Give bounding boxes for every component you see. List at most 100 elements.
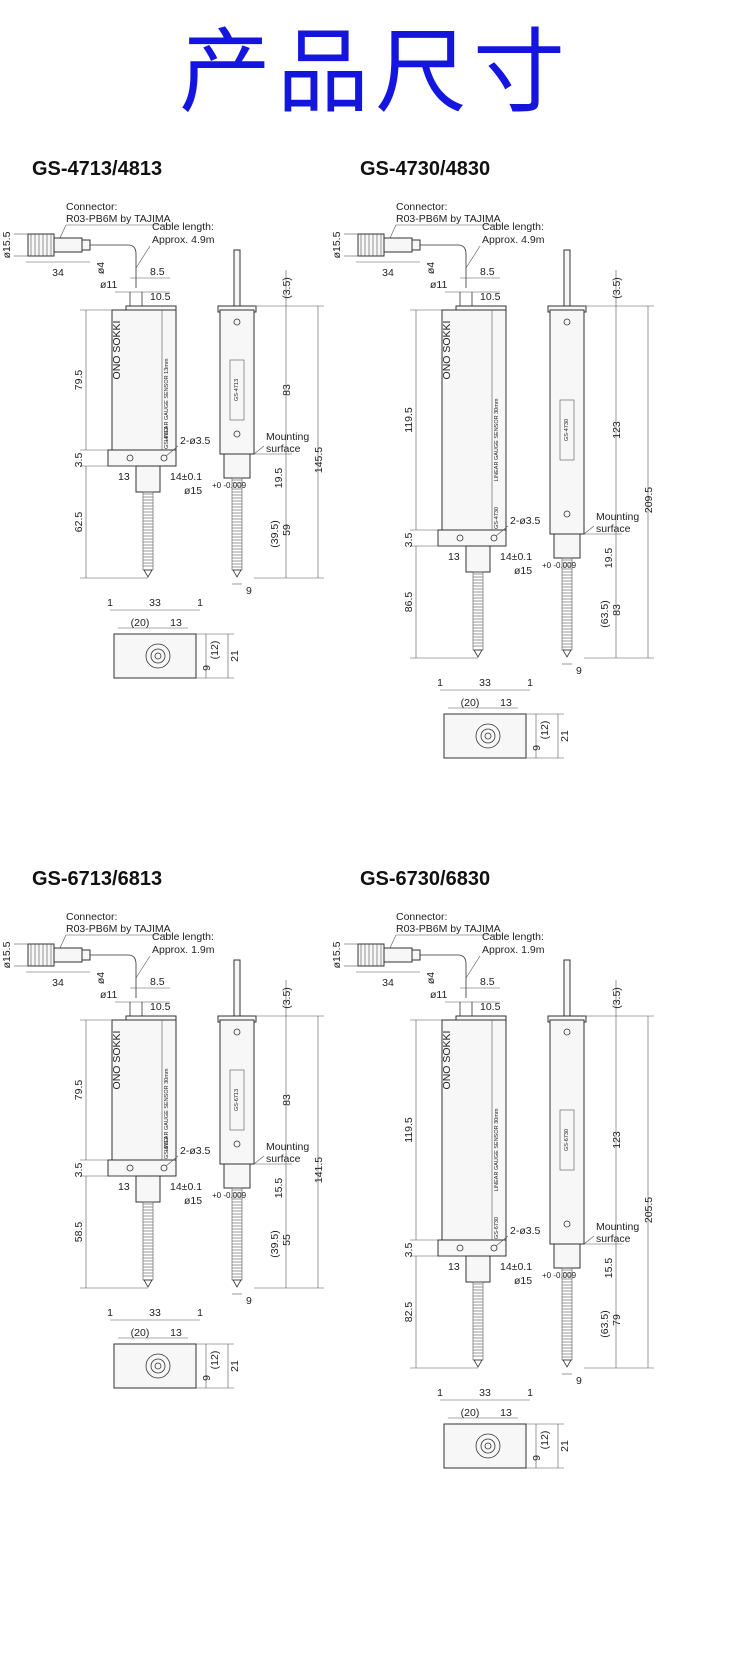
mounting-hole	[126, 1164, 134, 1172]
probe-spring-side	[561, 1267, 573, 1368]
side-screw	[563, 510, 571, 518]
leader-line	[59, 934, 67, 949]
side-nameplate	[229, 359, 245, 421]
dim-3-5: 3.5	[403, 533, 415, 548]
dim-3-5: 3.5	[73, 1163, 85, 1178]
mounting-surface-label-1: Mounting	[596, 1221, 639, 1233]
dim-3-5: 3.5	[403, 1243, 415, 1258]
sensor-body-front	[441, 1019, 507, 1241]
dim-bottom-1b: 1	[197, 597, 203, 609]
probe-sleeve	[465, 545, 491, 573]
dim-mount-hole: 2-ø3.5	[180, 1145, 211, 1157]
connector-label: Connector:	[66, 201, 117, 213]
dim-side-b: 59	[281, 524, 293, 536]
dim-side-total: 205.5	[643, 1197, 655, 1223]
model-marking: GS-6713	[164, 1137, 170, 1159]
dim-body-length: 79.5	[73, 370, 85, 391]
panel-title-gs4730: GS-4730/4830	[360, 158, 491, 180]
dim-13: 13	[448, 1261, 460, 1273]
connector-sleeve	[383, 237, 413, 253]
dim-side-upper: 123	[611, 1131, 623, 1149]
brand-logo: ONO SOKKI	[111, 321, 123, 380]
probe-tip	[143, 569, 153, 578]
dim-9: 9	[246, 585, 252, 597]
dim-side-a: 15.5	[273, 1178, 285, 1199]
dim-diameter-11: ø11	[100, 989, 117, 1001]
connector-part: R03-PB6M by TAJIMA	[66, 213, 171, 225]
dim-diameter-15: ø15	[184, 485, 202, 497]
probe-spring-front	[142, 1201, 154, 1288]
sensor-text: LINEAR GAUGE SENSOR 30mm	[494, 398, 500, 481]
cable-length-value: Approx. 4.9m	[482, 234, 545, 246]
mounting-hole	[490, 534, 498, 542]
connector-part: R03-PB6M by TAJIMA	[396, 923, 501, 935]
mounting-hole	[160, 1164, 168, 1172]
leader-line	[465, 955, 481, 979]
mounting-hole	[160, 454, 168, 462]
connector-plug	[357, 943, 421, 967]
side-screw	[233, 430, 241, 438]
dim-10-5: 10.5	[480, 1001, 501, 1013]
dim-side-upper: 83	[281, 384, 293, 396]
leader-line	[465, 245, 481, 269]
dim-bottom-20: (20)	[131, 1327, 150, 1339]
spring-outline	[472, 1281, 484, 1361]
mounting-surface-label-2: surface	[266, 443, 301, 455]
dim-stroke-lower: 58.5	[73, 1222, 85, 1243]
dim-bottom-13: 13	[170, 1327, 182, 1339]
leader-line	[583, 525, 595, 535]
side-screw	[233, 1028, 241, 1036]
side-screw	[563, 1220, 571, 1228]
mounting-foot	[437, 1239, 507, 1257]
mounting-surface-label-2: surface	[266, 1153, 301, 1165]
dim-diameter-15-5: ø15.5	[1, 941, 13, 968]
dim-mount-hole: 2-ø3.5	[510, 1225, 541, 1237]
dim-bottom-1a: 1	[107, 597, 113, 609]
spring-outline	[472, 571, 484, 651]
dim-side-a: 15.5	[603, 1258, 615, 1279]
dim-mount-hole: 2-ø3.5	[510, 515, 541, 527]
bottom-probe-tip	[154, 1362, 162, 1370]
leader-line	[135, 245, 151, 269]
side-nameplate-text: GS-6713	[234, 1089, 240, 1111]
dim-bottom-12: (12)	[539, 1431, 551, 1450]
cable-length-value: Approx. 1.9m	[482, 944, 545, 956]
connector-label: Connector:	[396, 911, 447, 923]
probe-spring-side	[561, 557, 573, 658]
cable-length-label: Cable length:	[152, 931, 214, 943]
panel-title-gs4713: GS-4713/4813	[32, 158, 163, 180]
dim-bottom-1a: 1	[437, 677, 443, 689]
mounting-hole	[456, 1244, 464, 1252]
panel-title-gs6713: GS-6713/6813	[32, 868, 163, 890]
connector-nut	[411, 239, 421, 251]
dim-diameter-15-tol: +0 -0.009	[542, 561, 577, 570]
model-marking: GS-4713	[164, 427, 170, 449]
side-nameplate-text: GS-6730	[564, 1129, 570, 1151]
dim-stroke-lower: 86.5	[403, 592, 415, 613]
dim-stroke-lower: 82.5	[403, 1302, 415, 1323]
dim-bottom-12: (12)	[209, 641, 221, 660]
sensor-text: LINEAR GAUGE SENSOR 30mm	[164, 1068, 170, 1151]
connector-nut	[411, 949, 421, 961]
sensor-body-side	[219, 1019, 255, 1165]
side-rod	[563, 959, 571, 1017]
side-nameplate-text: GS-4730	[564, 419, 570, 441]
dim-side-upper: 123	[611, 421, 623, 439]
dim-3-5: 3.5	[73, 453, 85, 468]
dim-diameter-15-5: ø15.5	[331, 231, 343, 258]
dim-side-top: (3.5)	[611, 987, 623, 1009]
side-nameplate-text: GS-4713	[234, 379, 240, 401]
probe-sleeve	[465, 1255, 491, 1283]
dim-13: 13	[448, 551, 460, 563]
mounting-surface-label-1: Mounting	[596, 511, 639, 523]
dim-body-length: 119.5	[403, 1117, 415, 1143]
dim-bottom-33: 33	[149, 1307, 161, 1319]
dim-bottom-9: 9	[201, 665, 213, 671]
leader-line	[389, 934, 397, 949]
probe-tip	[562, 1359, 572, 1368]
mounting-hole	[490, 1244, 498, 1252]
dim-bottom-12: (12)	[209, 1351, 221, 1370]
leader-line	[495, 525, 509, 537]
